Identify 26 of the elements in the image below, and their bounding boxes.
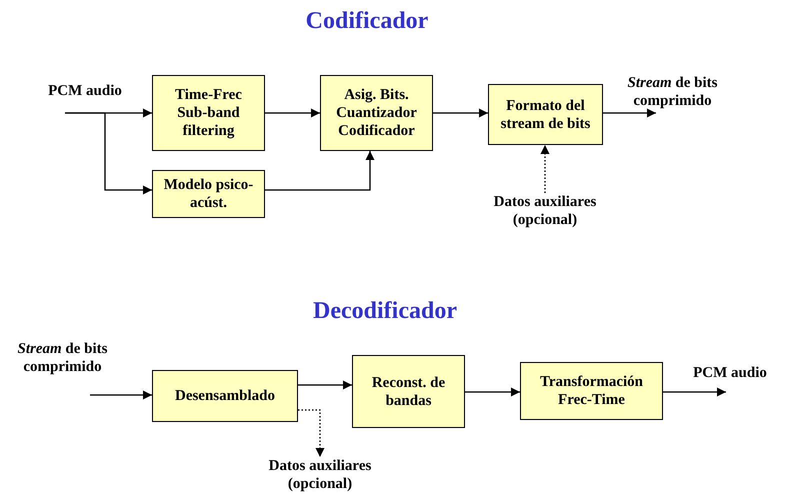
arrow xyxy=(90,390,152,400)
input-label: PCM audio xyxy=(30,82,140,113)
arrow xyxy=(433,108,488,118)
process-box: Desensamblado xyxy=(152,370,298,422)
diagram-title: Codificador xyxy=(304,8,430,35)
process-box: Transformación Frec-Time xyxy=(520,362,663,420)
arrow xyxy=(265,151,374,191)
process-box: Formato del stream de bits xyxy=(488,84,603,145)
arrow xyxy=(65,112,152,194)
dotted-arrow xyxy=(298,409,324,457)
arrow xyxy=(298,380,352,390)
arrow xyxy=(663,388,726,396)
process-box: Reconst. de bandas xyxy=(352,355,465,428)
section-title: Decodificador xyxy=(312,298,458,325)
arrow xyxy=(603,108,656,118)
input-label: Stream de bits comprimido xyxy=(0,340,125,395)
process-box: Time-Frec Sub-band filtering xyxy=(152,75,265,151)
note-text: Datos auxiliares (opcional) xyxy=(240,457,400,501)
output-label: Stream de bits comprimido xyxy=(605,74,740,113)
output-label: PCM audio xyxy=(680,364,780,392)
process-box: Asig. Bits. Cuantizador Codificador xyxy=(320,75,433,151)
note-text: Datos auxiliares (opcional) xyxy=(465,193,625,235)
arrow xyxy=(265,108,320,118)
dotted-arrow xyxy=(540,145,550,193)
process-box: Modelo psico-acúst. xyxy=(152,170,265,218)
arrow xyxy=(465,388,520,396)
